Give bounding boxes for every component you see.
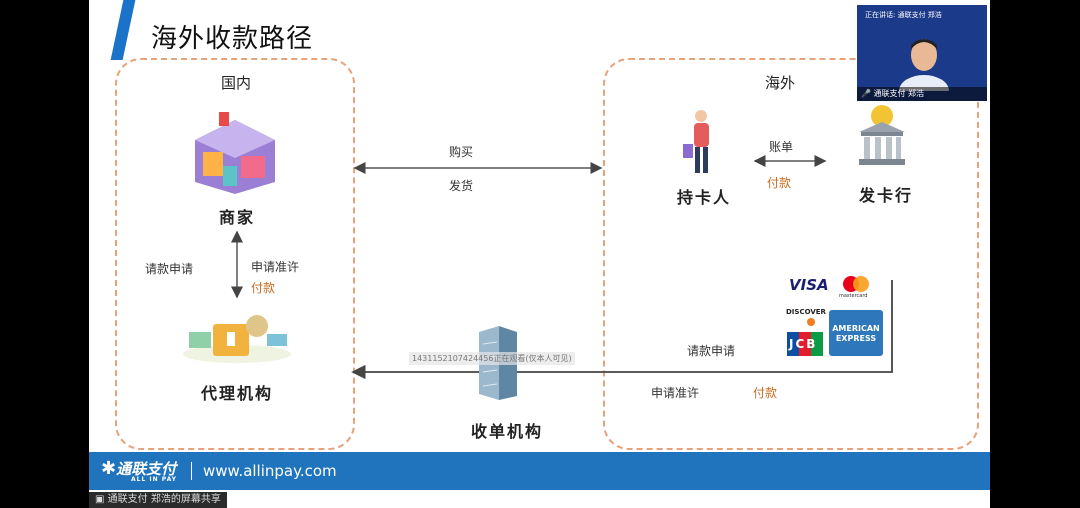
footer-url: www.allinpay.com xyxy=(203,462,337,480)
merchant-label: 商家 xyxy=(219,208,256,227)
video-name-text: 通联支付 郑浩 xyxy=(873,89,925,98)
acquirer-building-icon xyxy=(479,326,517,400)
speaker-avatar xyxy=(899,39,949,91)
agency-label: 代理机构 xyxy=(201,384,274,403)
slide-footer: ✱通联支付 ALL IN PAY www.allinpay.com xyxy=(89,452,990,490)
issuer-acquirer-arrow xyxy=(351,280,893,380)
jcb-logo: JCB xyxy=(787,332,823,356)
share-icon: ▣ xyxy=(95,494,105,505)
cardholder-label: 持卡人 xyxy=(677,188,732,207)
discover-logo: DISCOVER xyxy=(785,306,827,326)
speaker-video-thumbnail[interactable]: 正在讲话: 通联支付 郑浩 🎤 通联支付 郑浩 xyxy=(857,5,987,101)
overseas-region-label: 海外 xyxy=(765,74,796,92)
approve-left-label: 申请准许 xyxy=(251,260,300,274)
overseas-region xyxy=(603,58,979,450)
approve-right-label: 申请准许 xyxy=(651,386,700,400)
merchant-building-icon xyxy=(195,112,275,194)
issuer-label: 发卡行 xyxy=(859,186,914,205)
viewer-watermark: 1431152107424456正在观看(仅本人可见) xyxy=(409,352,575,365)
request-payment-right-label: 请款申请 xyxy=(687,344,736,358)
pay-left-label: 付款 xyxy=(251,281,276,295)
cardholder-person-icon xyxy=(683,110,709,173)
issuer-bank-icon xyxy=(859,105,905,165)
allinpay-logo: ✱通联支付 ALL IN PAY xyxy=(101,458,177,483)
shipping-label: 发货 xyxy=(449,179,474,193)
share-bar-text: 通联支付 郑浩的屏幕共享 xyxy=(107,494,221,505)
video-speaking-text: 正在讲话: 通联支付 郑浩 xyxy=(865,11,942,19)
flow-arrows xyxy=(231,155,893,380)
pay-right-label: 付款 xyxy=(753,386,778,400)
footer-logo-sub: ALL IN PAY xyxy=(131,476,177,483)
mic-icon: 🎤 xyxy=(861,89,871,98)
request-payment-left-label: 请款申请 xyxy=(145,262,194,276)
slide-title: 海外收款路径 xyxy=(151,24,314,54)
video-name-bar: 🎤 通联支付 郑浩 xyxy=(857,87,987,101)
footer-logo-text: 通联支付 xyxy=(116,460,177,478)
purchase-label: 购买 xyxy=(449,145,474,159)
agency-money-icon xyxy=(183,315,291,363)
visa-logo: VISA xyxy=(785,274,829,300)
acquirer-label: 收单机构 xyxy=(471,422,544,441)
presentation-slide: 海外收款路径 与 爱 同 行 国内 海外 商家 请款申请 申请准许 付款 xyxy=(89,0,990,508)
pay-cardholder-label: 付款 xyxy=(767,176,792,190)
screen-share-bar[interactable]: ▣ 通联支付 郑浩的屏幕共享 xyxy=(89,492,227,508)
amex-logo: AMERICAN EXPRESS xyxy=(829,310,883,356)
footer-separator xyxy=(191,462,192,480)
domestic-region xyxy=(115,58,355,450)
mastercard-logo: mastercard xyxy=(839,276,875,302)
bill-label: 账单 xyxy=(769,140,794,154)
domestic-region-label: 国内 xyxy=(221,74,252,92)
